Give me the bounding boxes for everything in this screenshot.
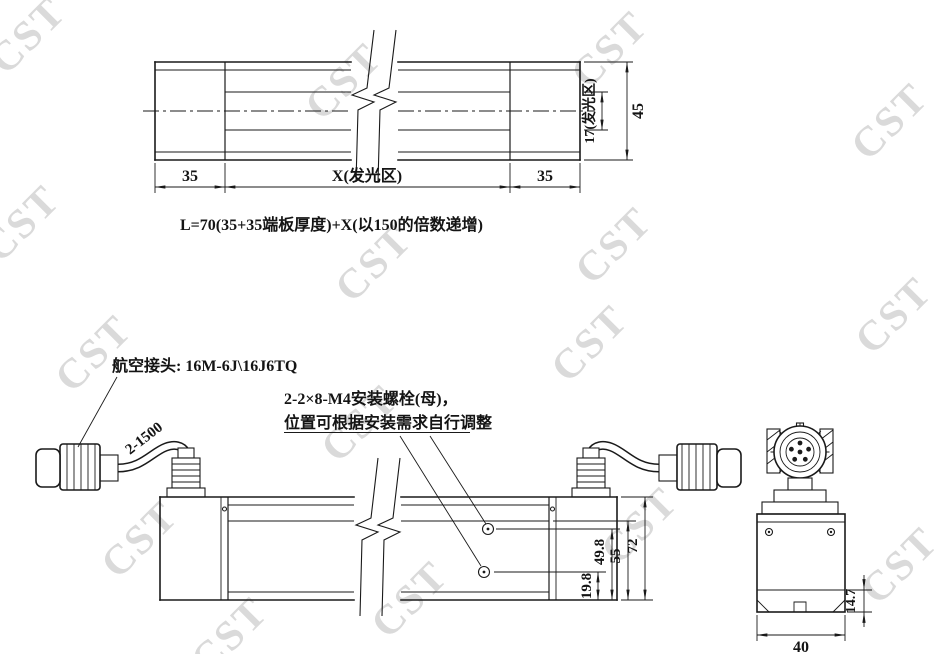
bolt-note-line1: 2-2×8-M4安装螺栓(母)， [284,389,458,408]
dim-endplate-right: 35 [537,168,553,185]
bolt-note-line2: 位置可根据安装需求自行调整 [284,413,492,432]
end-view-dimensions: 14.7 40 [756,575,872,654]
plug-cap [35,448,61,488]
dim-bolt-lower-height: 19.8 [579,573,595,599]
dim-body-width: 40 [793,639,809,654]
light-bar-body [143,29,594,183]
connector-pins [789,440,811,462]
length-formula: L=70(35+35端板厚度)+X(以150的倍数递增) [180,215,483,234]
dim-glow-height: 17(发光区) [581,78,598,144]
connector-callout: 航空接头: 16M-6J\16J6TQ [77,356,297,448]
gland-stack [171,457,201,489]
end-view-body [756,513,846,613]
bolt-note-callout: 2-2×8-M4安装螺栓(母)， 位置可根据安装需求自行调整 [284,389,492,567]
dim-assembly-height: 72 [625,539,641,554]
dim-body-height: 55 [608,549,624,564]
connector-assembly-right [572,444,741,497]
side-view-height-dimensions: 19.8 49.8 55 72 [494,496,653,601]
dim-bolt-upper-height: 49.8 [592,539,608,565]
dim-foot-height: 14.7 [844,589,859,614]
plug-neck [99,454,119,482]
plug-grip [59,443,101,491]
assembly-body [159,457,618,617]
end-block-screw [221,506,228,512]
end-block-screw [549,506,556,512]
break-line [354,457,402,617]
top-view-length-dimensions: 35 X(发光区) 35 [154,163,581,193]
connector-pedestal [761,477,839,515]
gland-base [166,487,206,498]
dim-endplate-left: 35 [182,168,198,185]
break-line [350,29,398,183]
dim-total-height: 45 [630,103,647,119]
top-view: 35 X(发光区) 35 17(发光区) 45 L=70(35+35端板厚度)+… [143,29,647,234]
dim-light-zone-length: X(发光区) [332,166,402,185]
gland-stem [177,447,195,459]
connector-assembly-left [35,440,206,498]
connector-face [770,422,830,479]
side-view: 航空接头: 16M-6J\16J6TQ 2-1500 2-2×8-M4安装螺栓(… [35,356,741,617]
connector-callout-text: 航空接头: 16M-6J\16J6TQ [112,356,297,375]
top-view-height-dimensions: 17(发光区) 45 [581,61,647,161]
end-view: 14.7 40 [756,422,872,654]
